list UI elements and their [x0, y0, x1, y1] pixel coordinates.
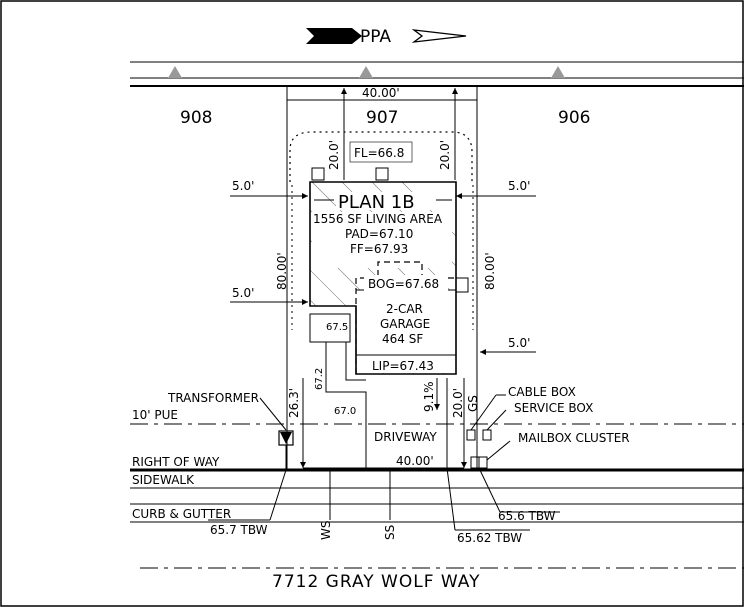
- marker-icon: [551, 66, 565, 78]
- utility-box: [455, 277, 469, 293]
- lot-number-left: 908: [180, 108, 212, 128]
- service-box-icon: [482, 429, 492, 441]
- lip-elevation: LIP=67.43: [372, 359, 434, 373]
- tbw-leader-right: [478, 467, 501, 513]
- tbw-leader-center: [446, 467, 456, 531]
- bog-elevation: BOG=67.68: [368, 277, 439, 291]
- garage-bg: [357, 290, 455, 373]
- gas-line-label: GS: [466, 395, 480, 412]
- curb-label: CURB & GUTTER: [132, 507, 231, 521]
- depth-right: 80.00': [483, 252, 497, 290]
- frontage-top-label: 40.00': [362, 86, 400, 100]
- plan-title-bg: [336, 192, 434, 210]
- cable-box-icon: [466, 429, 476, 441]
- plan-name: PLAN 1B: [338, 192, 415, 213]
- side-setback-left-bottom: 5.0': [232, 286, 254, 300]
- side-setback-right-bottom: 5.0': [508, 336, 530, 350]
- depth-left: 80.00': [275, 252, 289, 290]
- walk-elev-a: 67.5: [326, 322, 348, 333]
- garage-line1: 2-CAR: [386, 302, 423, 316]
- side-setback-right-top: 5.0': [508, 179, 530, 193]
- rear-setback-right: 20.0': [438, 140, 452, 170]
- living-area: 1556 SF LIVING AREA: [313, 212, 443, 226]
- pue-label: 10' PUE: [132, 408, 178, 422]
- front-setback-left: 26.3': [287, 388, 301, 418]
- right-of-way-label: RIGHT OF WAY: [132, 455, 220, 469]
- tbw-left: 65.7 TBW: [210, 523, 268, 537]
- tbw-right: 65.6 TBW: [498, 509, 556, 523]
- service-box-label: SERVICE BOX: [514, 401, 593, 415]
- lot-number-right: 906: [558, 108, 590, 128]
- walkway-edge: [325, 342, 367, 414]
- walk-elev-b: 67.2: [314, 368, 325, 390]
- porch: [309, 313, 351, 343]
- garage-area: 464 SF: [382, 332, 423, 346]
- rear-setback-left: 20.0': [327, 140, 341, 170]
- frontage-bottom-label: 40.00': [396, 454, 434, 468]
- front-setback-right: 20.0': [451, 388, 465, 418]
- driveway-label: DRIVEWAY: [374, 430, 437, 444]
- fl-elevation: FL=66.8: [354, 146, 404, 160]
- walk-elev-c: 67.0: [334, 406, 356, 417]
- water-line-label: WS: [319, 521, 333, 540]
- driveway-slope: 9.1%: [422, 382, 436, 413]
- north-label: PPA: [360, 27, 391, 47]
- sewer-line-label: SS: [383, 525, 397, 540]
- mailbox-leader: [486, 440, 511, 461]
- walkway-edge: [345, 342, 366, 381]
- transformer-leader: [259, 397, 287, 431]
- transformer-label: TRANSFORMER: [167, 391, 259, 405]
- cable-box-leader: [470, 394, 497, 431]
- fl-box: [349, 141, 413, 163]
- tbw-leader-left: [269, 469, 287, 521]
- ac-pad: [311, 167, 325, 181]
- service-box-leader: [486, 409, 507, 431]
- garage-line2: GARAGE: [380, 317, 430, 331]
- pad-elevation: PAD=67.10: [345, 227, 413, 241]
- street-name: 7712 GRAY WOLF WAY: [272, 572, 480, 592]
- north-arrow-icon: PPA: [306, 27, 467, 47]
- rear-yard-boundary: [289, 131, 473, 185]
- mailbox-label: MAILBOX CLUSTER: [518, 431, 630, 445]
- sidewalk-label: SIDEWALK: [132, 473, 195, 487]
- marker-icon: [168, 66, 182, 78]
- bog-bg: [364, 275, 448, 291]
- plan-text-bg: [312, 212, 452, 268]
- meter-pad: [375, 167, 389, 181]
- side-setback-left-top: 5.0': [232, 179, 254, 193]
- tbw-center: 65.62 TBW: [457, 531, 522, 545]
- cable-box-label: CABLE BOX: [508, 385, 576, 399]
- lot-number-center: 907: [366, 108, 398, 128]
- marker-icon: [359, 66, 373, 78]
- ff-elevation: FF=67.93: [350, 242, 408, 256]
